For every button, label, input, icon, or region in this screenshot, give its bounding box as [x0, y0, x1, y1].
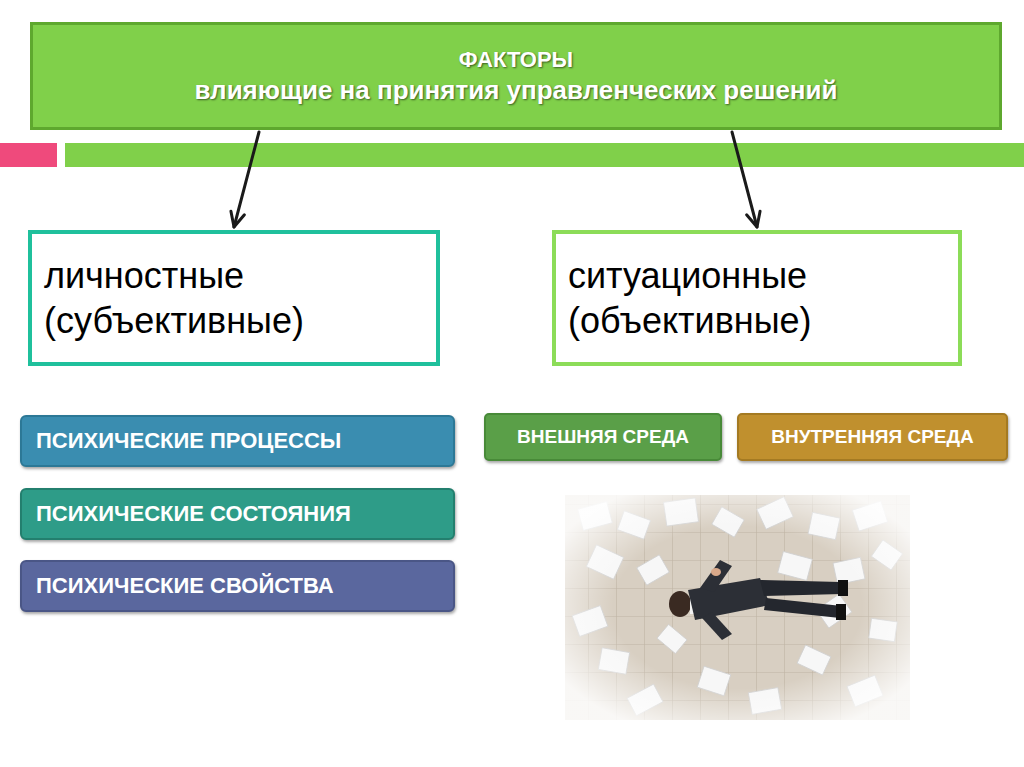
- node-text: ПСИХИЧЕСКИЕ СВОЙСТВА: [36, 572, 439, 600]
- environment-box: ВНЕШНЯЯ СРЕДА: [484, 413, 722, 461]
- category-box: ситуационные (объективные): [552, 230, 962, 366]
- node-text: ФАКТОРЫ: [53, 46, 979, 74]
- node-text: ВНЕШНЯЯ СРЕДА: [496, 425, 710, 449]
- environment-box: ВНУТРЕННЯЯ СРЕДА: [737, 413, 1008, 461]
- connector-arrow: [732, 132, 760, 227]
- node-text: ПСИХИЧЕСКИЕ ПРОЦЕССЫ: [36, 427, 439, 455]
- connector-arrow: [231, 132, 259, 227]
- connector-line: [234, 132, 259, 227]
- pink-square: [0, 143, 57, 167]
- green-band: [65, 143, 1024, 167]
- factor-box: ПСИХИЧЕСКИЕ СОСТОЯНИЯ: [20, 488, 455, 540]
- arrow-head: [231, 211, 244, 227]
- node-text: ПСИХИЧЕСКИЕ СОСТОЯНИЯ: [36, 500, 439, 528]
- node-text: ситуационные (объективные): [568, 253, 946, 343]
- factor-box: ПСИХИЧЕСКИЕ СВОЙСТВА: [20, 560, 455, 612]
- connector-line: [732, 132, 757, 227]
- node-text: ВНУТРЕННЯЯ СРЕДА: [749, 425, 996, 449]
- arrow-head: [747, 211, 760, 227]
- node-text: влияющие на принятия управленческих реше…: [53, 74, 979, 107]
- factor-box: ПСИХИЧЕСКИЕ ПРОЦЕССЫ: [20, 415, 455, 467]
- node-text: личностные (субъективные): [44, 253, 424, 343]
- title-box: ФАКТОРЫвлияющие на принятия управленческ…: [30, 22, 1002, 130]
- category-box: личностные (субъективные): [28, 230, 440, 366]
